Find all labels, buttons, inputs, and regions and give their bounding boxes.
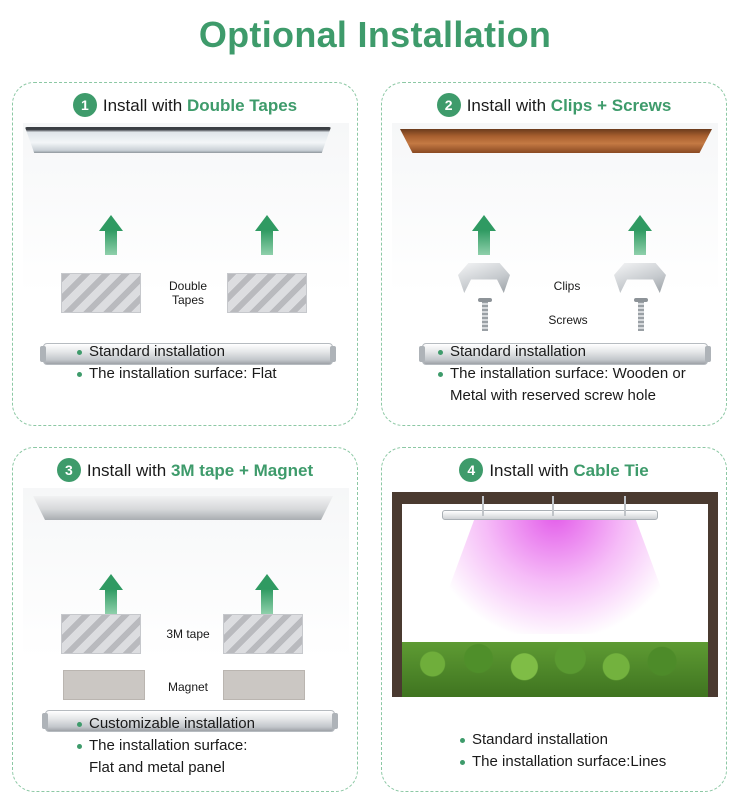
up-arrow-icon (472, 215, 496, 255)
screws-label: Screws (548, 313, 588, 327)
illustration-double-tapes: Double Tapes (23, 123, 349, 368)
bullet-item: The installation surface: Wooden or (436, 363, 726, 385)
bullet-item: The installation surface:Lines (458, 751, 718, 773)
screw-icon (478, 298, 492, 331)
bullet-item-continuation: Flat and metal panel (89, 759, 225, 776)
heading-method: Clips + Screws (550, 96, 672, 115)
light-bar (40, 343, 336, 365)
magnet-label: Magnet (167, 680, 209, 694)
card-cable-tie: 4 Install with Cable Tie Standard install… (381, 447, 727, 792)
bullet-list: Standard installation The installation s… (458, 729, 718, 773)
light-glow (23, 123, 349, 368)
step-number-badge: 2 (436, 93, 461, 117)
bullet-list: Customizable installation The installati… (75, 713, 355, 779)
bullet-list: Standard installation The installation s… (75, 341, 355, 385)
card-heading: 4 Install with Cable Tie (382, 458, 726, 482)
step-number-badge: 1 (72, 93, 97, 117)
cable-tie-icon (552, 496, 554, 516)
up-arrow-icon (255, 574, 279, 614)
grow-frame-left (392, 492, 402, 697)
3m-tape-label: 3M tape (166, 627, 210, 641)
light-bar (419, 343, 711, 365)
page-title: Optional Installation (198, 14, 552, 55)
up-arrow-icon (99, 215, 123, 255)
tapes-label: Double Tapes (153, 279, 223, 307)
heading-prefix: Install with (466, 96, 551, 115)
light-bar (442, 510, 658, 520)
bullet-item: Customizable installation (75, 713, 355, 735)
metal-panel-surface (33, 496, 333, 520)
bullet-item: The installation surface: (75, 735, 355, 757)
card-heading: 1 Install with Double Tapes (13, 93, 357, 117)
step-number-badge: 4 (459, 458, 484, 482)
light-glow (392, 123, 718, 368)
illustration-clips-screws: Clips Screws (392, 123, 718, 368)
heading-method: Double Tapes (186, 96, 298, 115)
up-arrow-icon (255, 215, 279, 255)
grow-light-glow (432, 514, 678, 634)
heading-prefix: Install with (102, 96, 187, 115)
grow-frame-top (392, 492, 718, 504)
bullet-item: The installation surface: Flat (75, 363, 355, 385)
bullet-item: Standard installation (75, 341, 355, 363)
illustration-3m-tape-magnet: 3M tape Magnet (23, 488, 349, 733)
heading-prefix: Install with (86, 461, 171, 480)
heading-method: 3M tape + Magnet (170, 461, 314, 480)
card-heading: 2 Install with Clips + Screws (382, 93, 726, 117)
cable-tie-icon (482, 496, 484, 516)
screw-icon (634, 298, 648, 331)
heading-prefix: Install with (489, 461, 574, 480)
glass-surface (25, 127, 331, 153)
up-arrow-icon (628, 215, 652, 255)
light-bar (42, 710, 338, 732)
card-3m-tape-magnet: 3 Install with 3M tape + Magnet 3M tape M… (12, 447, 358, 792)
wooden-surface (400, 129, 712, 153)
magnet-plate (63, 670, 145, 700)
card-clips-screws: 2 Install with Clips + Screws Clips Screw… (381, 82, 727, 426)
up-arrow-icon (99, 574, 123, 614)
bullet-item-continuation: Metal with reserved screw hole (450, 387, 656, 404)
double-tape-pad (227, 273, 307, 313)
card-heading: 3 Install with 3M tape + Magnet (13, 458, 357, 482)
bullet-item: Standard installation (458, 729, 718, 751)
bullet-item: Standard installation (436, 341, 726, 363)
3m-tape-pad (61, 614, 141, 654)
bullet-list: Standard installation The installation s… (436, 341, 726, 407)
clips-label: Clips (553, 279, 581, 293)
heading-method: Cable Tie (573, 461, 649, 480)
tapes-label-line1: Double (168, 279, 208, 293)
3m-tape-pad (223, 614, 303, 654)
magnet-plate (223, 670, 305, 700)
plants-image (402, 642, 708, 697)
cable-tie-icon (624, 496, 626, 516)
illustration-cable-tie (392, 492, 718, 737)
step-number-badge: 3 (56, 458, 81, 482)
grow-frame-right (708, 492, 718, 697)
double-tape-pad (61, 273, 141, 313)
tapes-label-line2: Tapes (171, 293, 205, 307)
